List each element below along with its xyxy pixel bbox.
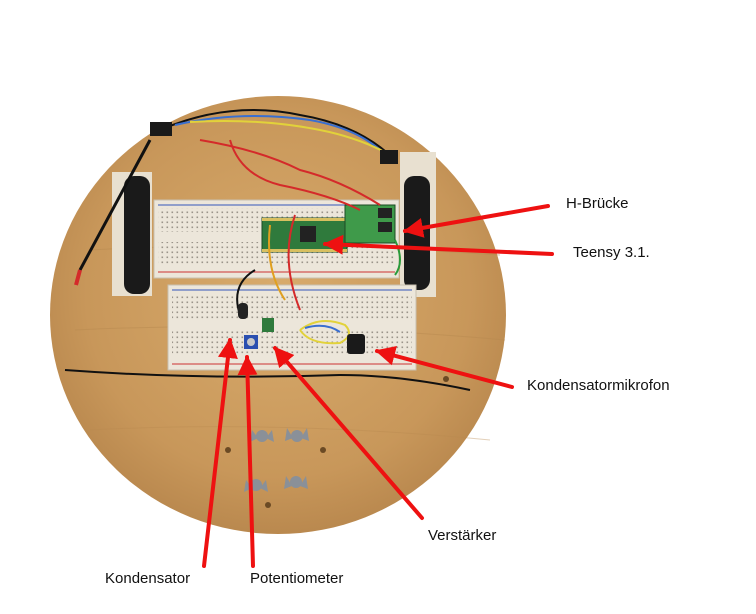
label-kondensator: Kondensator [105, 570, 191, 587]
microphone-icon [347, 334, 365, 354]
label-h-bruecke: H-Brücke [566, 195, 629, 212]
label-potentiometer: Potentiometer [250, 570, 344, 587]
arrow-teensy [323, 234, 554, 256]
label-teensy: Teensy 3.1. [573, 244, 650, 261]
left-wheel [112, 172, 152, 296]
h-bridge-board [344, 204, 396, 244]
label-verstaerker: Verstärker [428, 527, 497, 544]
potentiometer-icon [244, 335, 258, 349]
arrow-kondensatormikrofon [375, 345, 514, 389]
wing-nut-icon [244, 428, 309, 492]
arrow-h-bruecke [403, 204, 550, 238]
arrow-kondensator [202, 338, 238, 568]
lower-breadboard [167, 284, 417, 371]
mounting-holes [225, 376, 449, 508]
amplifier-chip [262, 318, 274, 332]
arrow-verstaerker [273, 346, 424, 520]
annotation-arrows [202, 204, 554, 568]
arrow-potentiometer [237, 355, 258, 568]
teensy-board [261, 217, 348, 253]
capacitor-icon [238, 303, 248, 319]
power-connector [150, 122, 398, 164]
label-kondensatormikrofon: Kondensatormikrofon [527, 377, 670, 394]
